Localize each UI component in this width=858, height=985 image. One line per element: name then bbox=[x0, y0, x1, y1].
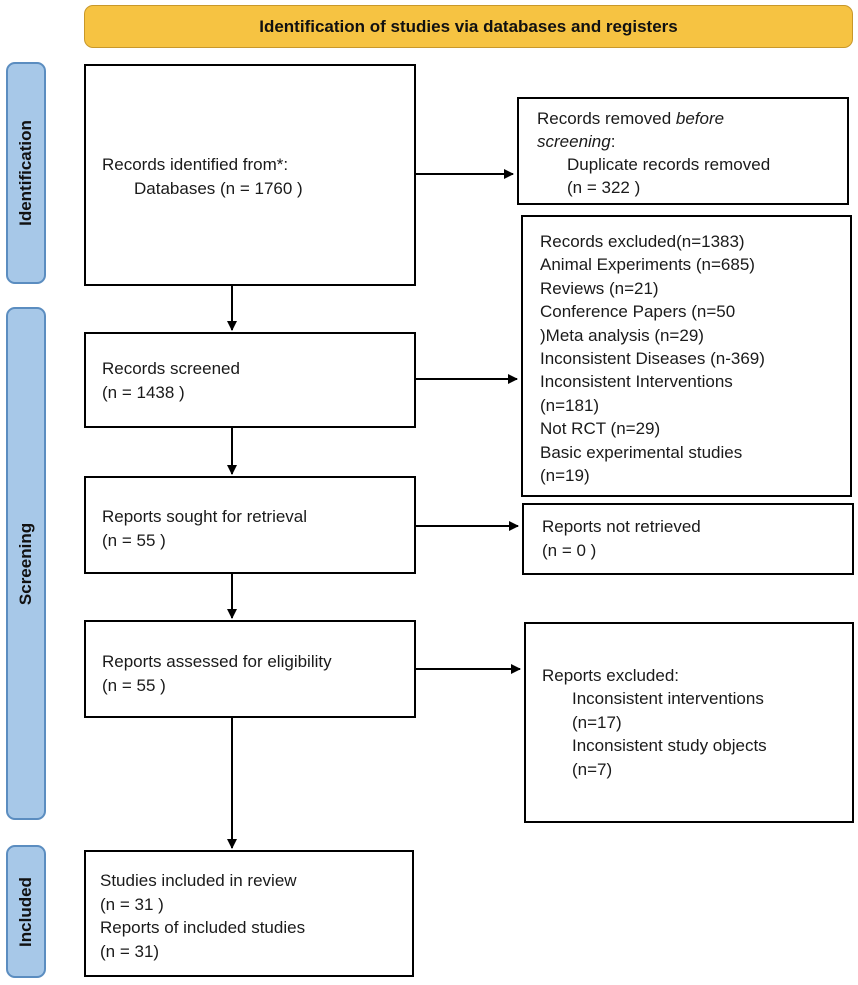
header-title: Identification of studies via databases … bbox=[259, 16, 678, 36]
excluded-line: Conference Papers (n=50 bbox=[540, 302, 736, 322]
reports-excluded-line5: (n=7) bbox=[572, 760, 613, 779]
excluded-line: Inconsistent Interventions bbox=[540, 372, 733, 392]
box-records-excluded: Records excluded(n=1383) Animal Experimen… bbox=[521, 215, 852, 497]
reports-excluded-line4: Inconsistent study objects bbox=[572, 736, 767, 755]
assessed-line2: (n = 55 ) bbox=[102, 676, 166, 695]
excluded-line: )Meta analysis (n=29) bbox=[540, 325, 704, 345]
included-line2: (n = 31 ) bbox=[100, 895, 164, 914]
excluded-line: Inconsistent Diseases (n-369) bbox=[540, 349, 765, 368]
box-records-screened: Records screened (n = 1438 ) bbox=[84, 332, 416, 428]
sought-line1: Reports sought for retrieval bbox=[102, 507, 308, 526]
box-reports-sought: Reports sought for retrieval (n = 55 ) bbox=[84, 476, 416, 574]
box-studies-included: Studies included in review (n = 31 ) Rep… bbox=[84, 850, 414, 977]
included-line1: Studies included in review bbox=[100, 871, 297, 890]
excluded-line: Basic experimental studies bbox=[540, 442, 743, 462]
identified-line1: Records identified from*: bbox=[102, 155, 289, 174]
phase-identification: Identification bbox=[6, 62, 46, 284]
assessed-line1: Reports assessed for eligibility bbox=[102, 652, 332, 671]
removed-line4: (n = 322 ) bbox=[567, 178, 641, 197]
screened-line2: (n = 1438 ) bbox=[102, 383, 185, 402]
excluded-line: Reviews (n=21) bbox=[540, 278, 659, 298]
header-banner: Identification of studies via databases … bbox=[84, 5, 853, 48]
excluded-line: Records excluded(n=1383) bbox=[540, 232, 745, 251]
box-records-identified: Records identified from*: Databases (n =… bbox=[84, 64, 416, 286]
identified-line2: Databases (n = 1760 ) bbox=[134, 179, 303, 198]
reports-excluded-line3: (n=17) bbox=[572, 713, 622, 732]
removed-line3: Duplicate records removed bbox=[567, 155, 771, 174]
excluded-line: (n=19) bbox=[540, 466, 590, 485]
excluded-line: (n=181) bbox=[540, 395, 600, 415]
removed-line2: screening: bbox=[537, 132, 616, 151]
not-retrieved-line2: (n = 0 ) bbox=[542, 541, 597, 560]
sought-line2: (n = 55 ) bbox=[102, 531, 166, 550]
excluded-line: Animal Experiments (n=685) bbox=[540, 255, 755, 275]
included-line3: Reports of included studies bbox=[100, 918, 306, 937]
reports-excluded-line1: Reports excluded: bbox=[542, 666, 680, 685]
included-line4: (n = 31) bbox=[100, 942, 160, 961]
reports-excluded-line2: Inconsistent interventions bbox=[572, 689, 764, 708]
screened-line1: Records screened bbox=[102, 359, 240, 378]
removed-line1: Records removed before bbox=[537, 109, 725, 128]
box-reports-not-retrieved: Reports not retrieved (n = 0 ) bbox=[522, 503, 854, 575]
phase-included: Included bbox=[6, 845, 46, 978]
not-retrieved-line1: Reports not retrieved bbox=[542, 517, 701, 536]
box-records-removed: Records removed before screening: Duplic… bbox=[517, 97, 849, 205]
box-reports-assessed: Reports assessed for eligibility (n = 55… bbox=[84, 620, 416, 718]
excluded-line: Not RCT (n=29) bbox=[540, 419, 661, 439]
box-reports-excluded: Reports excluded: Inconsistent intervent… bbox=[524, 622, 854, 823]
phase-screening: Screening bbox=[6, 307, 46, 820]
